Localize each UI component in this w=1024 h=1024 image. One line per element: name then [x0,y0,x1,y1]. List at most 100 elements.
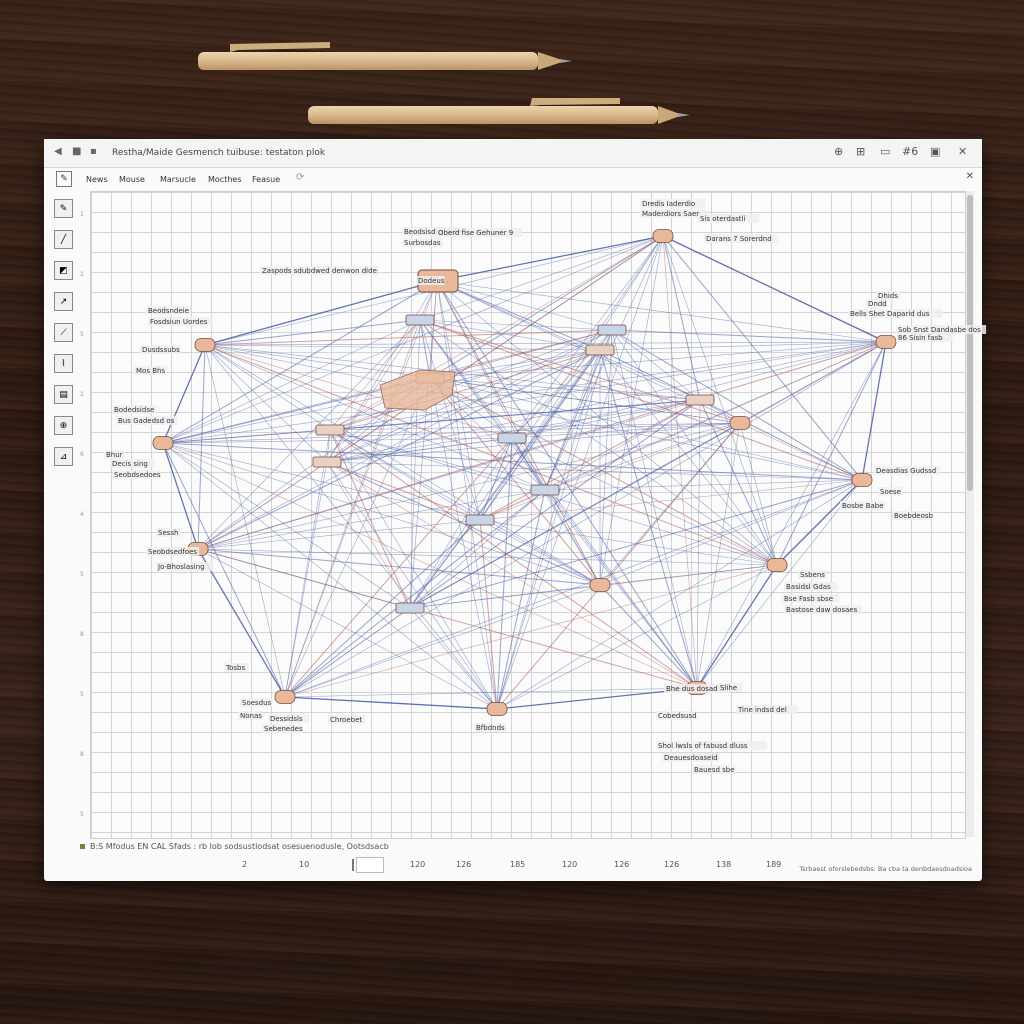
edge-tool-icon[interactable]: ↗ [54,292,73,311]
line-tool-icon[interactable]: ⟋ [54,323,73,342]
graph-edge [204,344,546,491]
graph-edge [284,280,438,698]
graph-node-label: Bodedsidse [114,406,154,414]
label-background [416,276,445,285]
control-icon-4[interactable]: #6 [902,145,919,158]
stop-icon[interactable]: ■ [72,146,82,157]
graph-node[interactable] [589,578,611,592]
graph-node[interactable] [315,424,345,436]
node-tool-icon[interactable]: ◩ [54,261,73,280]
menu-icon[interactable]: ▪ [90,146,97,157]
graph-node-label: Zaspods sdubdwed denwon dide [262,267,377,275]
graph-edge [511,399,701,439]
layout-tool-icon[interactable]: ⊿ [54,447,73,466]
graph-edge [479,519,778,566]
graph-edge [479,329,613,521]
pen-tool-icon[interactable]: ╱ [54,230,73,249]
app-icon[interactable]: ✎ [56,171,72,187]
graph-node[interactable] [585,344,615,356]
label-background [268,714,309,723]
control-icon-2[interactable]: ⊞ [856,145,866,158]
graph-node[interactable] [652,229,674,243]
graph-node[interactable] [194,338,216,352]
graph-edge [696,422,741,689]
graph-edge [496,479,863,710]
label-background [640,199,706,208]
search-tool-icon[interactable]: ⊕ [54,416,73,435]
menu-item-news[interactable]: News [86,175,108,184]
select-tool-icon[interactable]: ✎ [54,199,73,218]
control-icon-1[interactable]: ⊕ [834,145,844,158]
graph-edge [429,377,498,710]
graph-edge [699,399,778,566]
control-icon-5[interactable]: ▣ [930,145,941,158]
graph-node[interactable] [497,432,527,444]
label-background [112,470,162,479]
graph-edge [329,429,481,521]
graph-node[interactable] [152,436,174,450]
sync-icon[interactable]: ⟳ [296,172,305,183]
graph-edge [599,479,863,586]
graph-node[interactable] [395,602,425,614]
axis-value-box[interactable] [356,857,384,873]
graph-node[interactable] [597,324,627,336]
graph-node[interactable] [274,690,296,704]
graph-node[interactable] [851,473,873,487]
zoom-tool-icon[interactable]: ▤ [54,385,73,404]
graph-edge [162,319,421,444]
label-background [698,214,760,223]
graph-edge [511,341,887,439]
graph-edge [419,319,698,689]
label-background [692,765,737,774]
label-background [718,683,743,692]
graph-node[interactable] [530,484,560,496]
graph-node[interactable] [766,558,788,572]
path-tool-icon[interactable]: ⌇ [54,354,73,373]
menu-item-feasue[interactable]: Feasue [252,175,281,184]
graph-edge [419,319,613,331]
graph-edge [696,479,863,689]
graph-node-label: Jo-Bhoslasing [157,563,205,571]
graph-edge [599,341,887,351]
graph-node[interactable] [875,335,897,349]
vertical-scrollbar[interactable] [966,191,974,837]
axis-tick: 185 [510,860,526,869]
graph-node[interactable] [312,456,342,468]
menu-item-mouse[interactable]: Mouse [119,175,145,184]
back-icon[interactable]: ◀ [54,146,62,157]
axis-tick: 138 [716,860,732,869]
graph-edge [479,479,863,521]
menu-item-mocthes[interactable]: Mocthes [208,175,242,184]
scroll-thumb[interactable] [967,195,973,491]
graph-node[interactable] [486,702,508,716]
close-icon[interactable]: ✕ [958,145,968,158]
label-background [662,753,720,762]
graph-edge [326,349,601,463]
graph-edge [204,319,421,346]
graph-edge [436,280,498,710]
graph-edge [204,344,778,566]
graph-node-label: Seobdsedoes [114,471,161,479]
label-background [640,209,706,218]
graph-edge [409,399,701,609]
control-icon-3[interactable]: ▭ [880,145,891,158]
graph-edge [511,437,546,491]
graph-node[interactable] [465,514,495,526]
graph-node-label: Sessh [158,529,178,537]
label-background [848,309,943,318]
graph-node[interactable] [685,394,715,406]
axis-tick: 120 [410,860,426,869]
menu-item-marsucle[interactable]: Marsucle [160,175,196,184]
graph-node-label: Chroebet [330,716,362,724]
graph-edge [496,564,778,710]
graph-cluster-shape[interactable] [379,369,456,411]
graph-edge [326,461,411,609]
graph-node-label: Bastose daw dosaes [786,606,858,614]
graph-node[interactable] [729,416,751,430]
panel-close-icon[interactable]: ✕ [965,171,974,182]
graph-edge [479,519,498,710]
graph-node[interactable] [405,314,435,326]
label-background [664,684,730,693]
graph-edge [197,489,546,550]
graph-node-label: Sebenedes [264,725,303,733]
